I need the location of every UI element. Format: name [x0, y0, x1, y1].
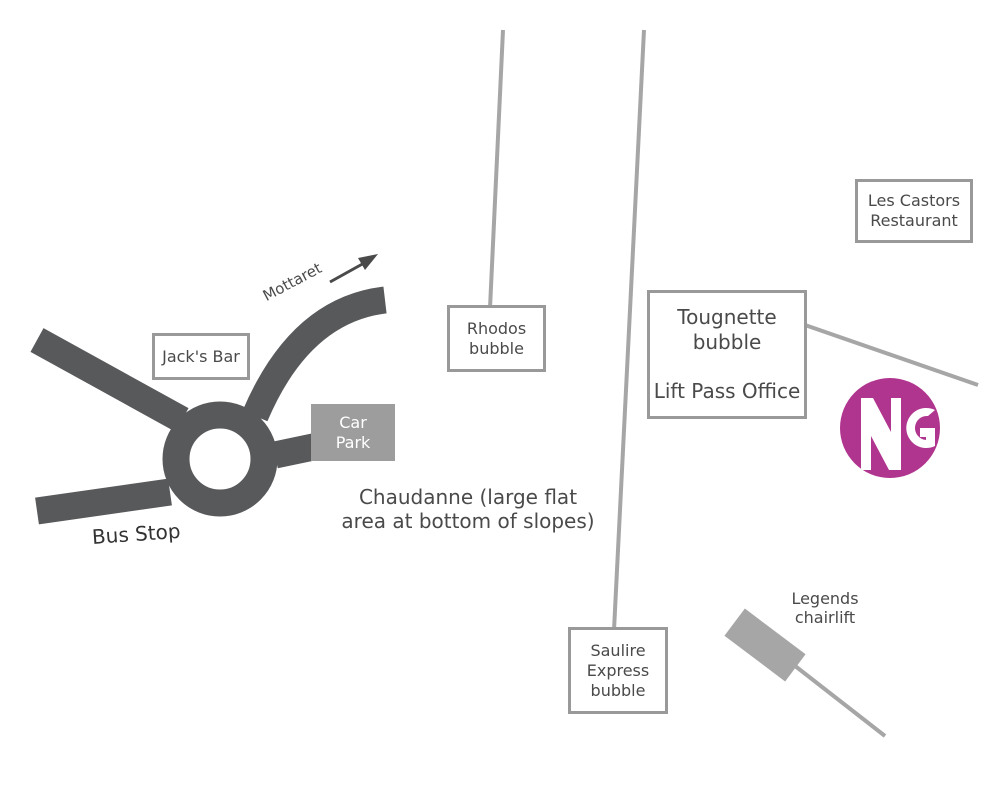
- ng-logo-icon: [840, 378, 940, 478]
- chaudanne-line-1: Chaudanne (large flat: [358, 485, 578, 509]
- car-park-line-1: Car: [339, 412, 367, 432]
- saulire-line-3: bubble: [590, 680, 646, 700]
- les-castors-box[interactable]: Les Castors Restaurant: [855, 179, 973, 243]
- chaudanne-label: Chaudanne (large flat area at bottom of …: [338, 485, 598, 533]
- road-west-lower: [35, 478, 172, 525]
- saulire-express-box[interactable]: Saulire Express bubble: [568, 627, 668, 714]
- legends-chairlift-label: Legends chairlift: [770, 589, 880, 627]
- les-castors-line-1: Les Castors: [867, 191, 961, 210]
- tougnette-line-2: bubble: [692, 330, 762, 354]
- road-car-park: [272, 432, 321, 469]
- les-castors-line-2: Restaurant: [870, 211, 958, 230]
- road-west-upper: [30, 328, 189, 432]
- legends-lift-station: [724, 608, 806, 682]
- rhodos-lift-line: [488, 29, 505, 309]
- chaudanne-line-2: area at bottom of slopes): [341, 509, 595, 533]
- road-mottaret: [242, 286, 387, 422]
- lift-pass-office-label: Lift Pass Office: [653, 379, 801, 403]
- roundabout[interactable]: [162, 401, 278, 517]
- tougnette-lift-line: [804, 323, 979, 387]
- tougnette-box[interactable]: Tougnette bubble Lift Pass Office: [647, 290, 807, 419]
- mottaret-arrow-icon: [358, 254, 378, 270]
- car-park-line-2: Park: [335, 432, 371, 452]
- legends-line-1: Legends: [791, 589, 859, 608]
- jacks-bar-box[interactable]: Jack's Bar: [152, 333, 250, 380]
- saulire-line-2: Express: [586, 660, 650, 680]
- rhodos-line-2: bubble: [469, 338, 524, 358]
- saulire-lift-line: [612, 29, 646, 631]
- car-park[interactable]: Car Park: [311, 404, 395, 461]
- legends-line-2: chairlift: [794, 608, 856, 628]
- rhodos-line-1: Rhodos: [466, 318, 527, 338]
- tougnette-line-1: Tougnette: [677, 305, 777, 329]
- saulire-line-1: Saulire: [590, 640, 646, 660]
- legends-lift-line: [788, 660, 887, 738]
- rhodos-bubble-box[interactable]: Rhodos bubble: [447, 305, 546, 372]
- jacks-bar-label: Jack's Bar: [162, 346, 240, 366]
- mottaret-arrow-line: [329, 260, 367, 284]
